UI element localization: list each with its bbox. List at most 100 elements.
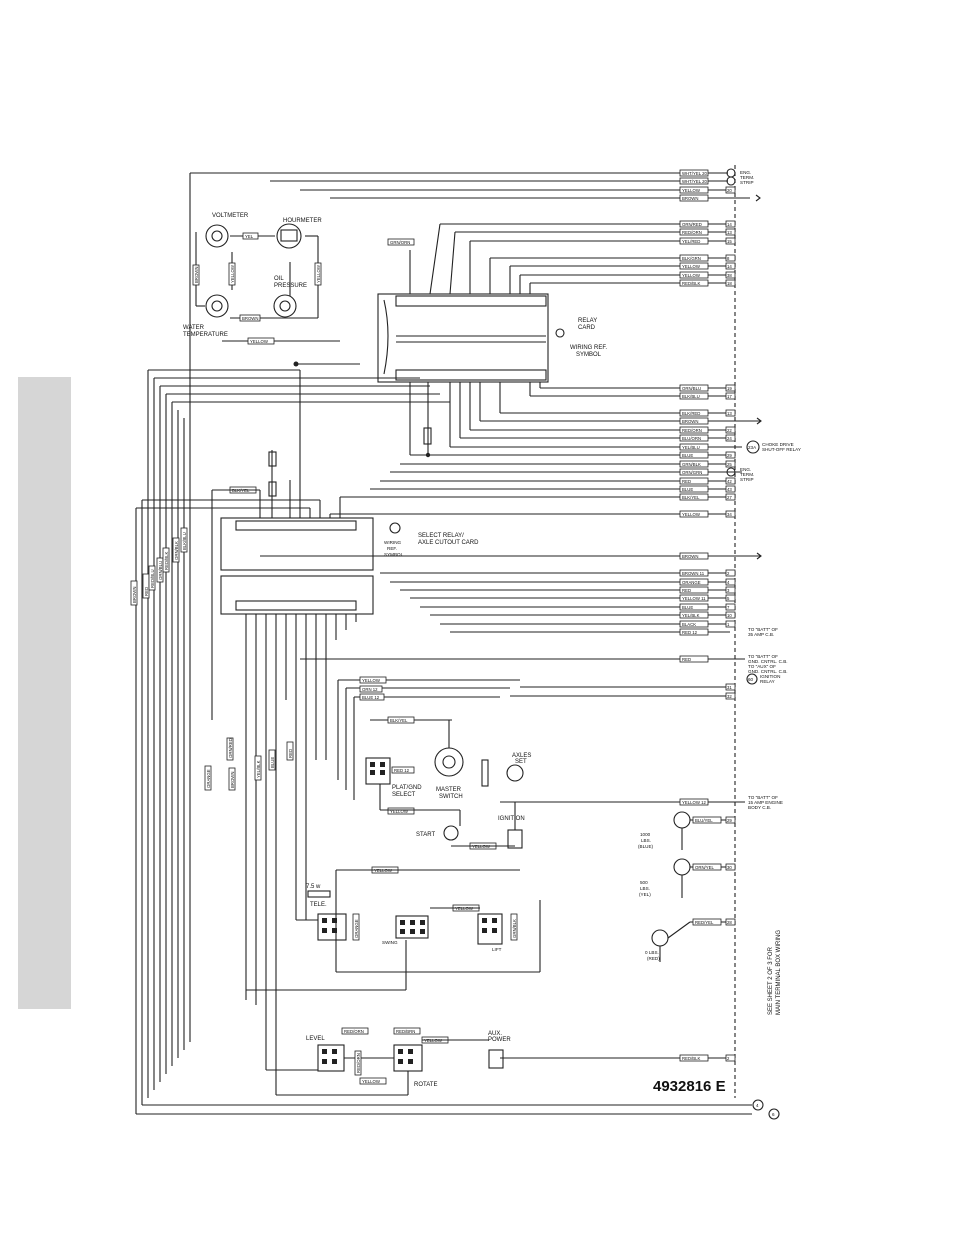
terminal-number: 32 [727,694,732,699]
terminal-number: 19 [727,386,732,391]
rotate-label: ROTATE [414,1082,437,1088]
select-card-label: SELECT RELAY/ [418,533,464,539]
switch-area: YELLOW ORN 12 BLUE 12 BLK/YEL RED 12 YEL… [337,676,691,1085]
wire-tag: ORANGE [354,919,359,938]
wire-tag: RED 12 [682,630,698,635]
wire-tag: RED/ORN [682,428,702,433]
switch-0-label: (RED) [647,956,660,961]
voltmeter-label: VOLTMETER [212,213,249,219]
plat-gnd-label: SELECT [392,792,416,798]
wire-tag: BROWN [242,316,258,321]
wire-tag: BLUE [682,453,693,458]
terminal-number: 14 [727,264,732,269]
terminal-number: 38 [727,273,732,278]
eng-term-strip-label: ENG. [740,467,751,472]
wire-tag: RED/ORN [344,1029,364,1034]
relay-symbol-label: SYMBOL [576,352,602,358]
wire-tag: ORN/RED [682,222,702,227]
terminal-number: 14 [727,222,732,227]
wire-tag: YELLOW [682,512,701,517]
ref-circle-4: 4 [756,1103,759,1108]
lift-label: LIFT [492,947,502,952]
relay-card: RELAY CARD WIRING REF. SYMBOL [377,223,607,458]
note-line: SEE SHEET 2 OF 3 FOR [768,946,774,1015]
terminal-number: 34 [727,512,732,517]
eng-term-strip-label: TERM. [740,175,754,180]
hourmeter-label: HOURMETER [283,218,322,224]
eng-term-strip-label: TERM. [740,472,754,477]
ignition-relay-label: IGNITION [760,674,780,679]
note-line: MAIN TERMINAL BOX WIRING [776,930,782,1015]
wire-tag: BROWN [132,587,137,603]
axles-set-label: SET [515,759,527,765]
wire-tag: RED/BLK [164,551,169,570]
select-relay-card: SELECT RELAY/ AXLE CUTOUT CARD WIRING RE… [211,370,479,1095]
ignition-label: IGNITION [498,816,525,822]
terminal-number: 15 [727,239,732,244]
terminal-number: 13 [727,411,732,416]
wire-tag: ORN/YEL [695,865,714,870]
wire-tag: YELLOW [230,264,235,283]
wire-tag: YELLOW [250,339,269,344]
note-gnd-ctrl: GND. CNTRL. C.B. [748,669,788,674]
select-symbol-label: REF. [387,546,397,551]
wire-tag: WHT/YEL 20 [682,179,708,184]
wire-tag: BLK/BLU [182,532,187,550]
terminal-number: 29 [727,453,732,458]
eng-term-strip-label: STRIP [740,180,754,185]
wire-tag: BLUE 12 [362,695,380,700]
start-label: START [416,832,435,838]
select-symbol-label: WIRING [384,540,402,545]
wire-tag: YEL/BLU [682,445,700,450]
wire-tag: ORANGE [682,580,701,585]
note-35amp: TO "BATT" OF [748,627,778,632]
wire-tag: BLK/GRN [682,256,701,261]
wire-tag: RED [682,588,691,593]
wire-tag: BROWN 11 [682,571,705,576]
switch-1000-label: LBS. [641,838,651,843]
wire-tag: GRN/BLK [682,462,701,467]
wire-tag: YELLOW [362,678,381,683]
eng-term-strip-label: STRIP [740,477,754,482]
terminal-number: 13 [727,230,732,235]
wire-tag: ORN 12 [362,687,378,692]
terminal-number: 43 [727,487,732,492]
note-engine-cb: BODY C.B. [748,805,771,810]
wire-tag: ORN/BLU [158,561,163,580]
terminal-number: 18 [727,281,732,286]
wire-tag: GRN/ORN [390,240,410,245]
terminal-number: 27 [727,495,732,500]
wire-tag: YELLOW [390,809,409,814]
wire-tag: RED/BLK [682,1056,701,1061]
wire-tag: BROWN [682,419,698,424]
note-engine-cb: 15 AMP ENGINE [748,800,783,805]
axles-set-label: AXLES [512,753,531,759]
terminal-number: 7 [727,605,730,610]
terminal-number: 31 [727,685,732,690]
wire-tag: YELLOW [682,273,701,278]
wire-tag: RED/BLU [150,569,155,588]
switch-500-label: LBS. [640,886,650,891]
wire-tag: RED [144,587,149,596]
terminal-number: 42 [727,479,732,484]
wire-tag: WHT/YEL 20 [682,171,708,176]
wire-tag: BLACK [682,622,696,627]
wire-tag: BLK/YEL [390,718,408,723]
relay-23a-label: SHUT-OFF RELAY [762,447,801,452]
swing-label: SWING [382,940,398,945]
terminal-number: 29 [727,818,732,823]
wire-tag: ORN/BLU [682,386,701,391]
switch-0-label: 0 LBS. [645,950,659,955]
relay-23a-label: CHOKE DRIVE [762,442,794,447]
terminal-number: 2 [727,1056,730,1061]
left-wire-bundle: 4 6 BROWN RED RED/BLU ORN/BLU RED/BLK OR… [130,173,780,1120]
terminal-number: 17 [727,394,732,399]
wire-tag: RED/ORN [682,230,702,235]
wire-tag: ORN/RED [228,738,233,758]
wire-tag: YELLOW 11 [682,596,706,601]
terminal-number: 30 [727,865,732,870]
wire-tag: YELLOW [682,188,701,193]
terminal-number: 28 [727,920,732,925]
note-gnd-ctrl: TO "BATT" OF [748,654,778,659]
